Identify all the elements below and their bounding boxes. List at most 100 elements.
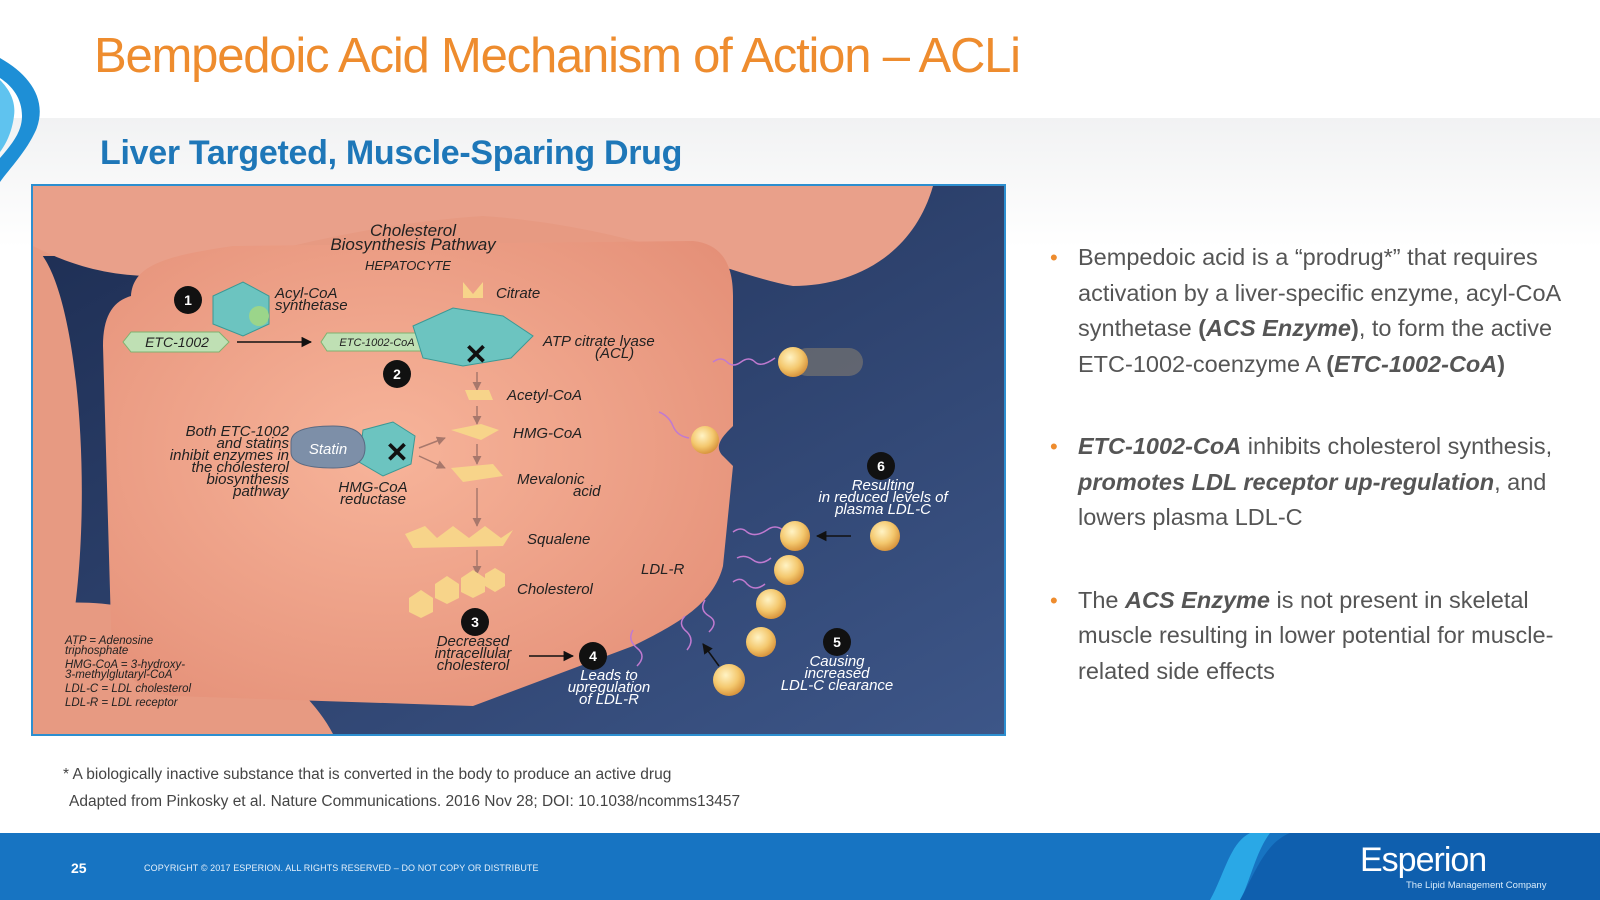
mechanism-diagram-svg: Cholesterol Biosynthesis Pathway HEPATOC… bbox=[33, 186, 1004, 734]
ldl-particle bbox=[774, 555, 804, 585]
decreased-line-2: intracellular bbox=[435, 645, 513, 662]
both-line-3: inhibit enzymes in bbox=[170, 447, 289, 464]
citation: Adapted from Pinkosky et al. Nature Comm… bbox=[69, 793, 741, 810]
step-3-marker: 3 bbox=[461, 608, 489, 636]
bullet-text-emphasis: ACS Enzyme bbox=[1125, 587, 1270, 613]
step-4-marker: 4 bbox=[579, 642, 607, 670]
ldl-particle bbox=[756, 589, 786, 619]
hmgr-arrow-2 bbox=[418, 455, 446, 469]
decreased-line-3: cholesterol bbox=[437, 657, 510, 674]
bullet-text: inhibits cholesterol synthesis, bbox=[1241, 433, 1553, 459]
step-4-label: 4 bbox=[589, 648, 597, 664]
mevalonic-label-2: acid bbox=[573, 483, 601, 500]
acyl-coa-synthetase-enzyme bbox=[212, 281, 270, 337]
bullet-text: is not present in skeletal muscle result… bbox=[1078, 586, 1554, 684]
resulting-line-2: in reduced levels of bbox=[818, 489, 949, 506]
hepatocyte-label: HEPATOCYTE bbox=[365, 258, 451, 273]
bullet-text-bold: ( bbox=[1198, 315, 1207, 341]
legend-line-1: ATP = Adenosine bbox=[64, 635, 153, 647]
decreased-note: Decreased intracellular cholesterol bbox=[435, 633, 513, 674]
cholesterol-label: Cholesterol bbox=[517, 581, 594, 598]
causing-line-1: Causing bbox=[809, 653, 865, 670]
ldlr-label: LDL-R bbox=[641, 561, 685, 578]
acl-enzyme bbox=[412, 282, 534, 367]
ldl-particle bbox=[780, 521, 810, 551]
hmgr-label-2: reductase bbox=[340, 491, 406, 508]
hmgr-arrow bbox=[418, 436, 446, 449]
bullet-text: , to form the active ETC-1002-coenzyme A bbox=[1078, 315, 1553, 377]
etc1002-label: ETC-1002 bbox=[145, 334, 209, 350]
both-inhibit-note: Both ETC-1002 and statins inhibit enzyme… bbox=[170, 423, 291, 500]
hmgr-label-1: HMG-CoA bbox=[338, 479, 407, 496]
footer-swoosh-icon bbox=[1210, 833, 1600, 900]
statin-molecule: Statin bbox=[290, 425, 366, 469]
legend-line-5: LDL-C = LDL cholesterol bbox=[65, 683, 191, 695]
ldl-particles bbox=[691, 347, 900, 696]
bullet-text-emphasis: promotes LDL receptor up-regulation bbox=[1078, 469, 1494, 495]
acyl-coa-label-2: synthetase bbox=[275, 297, 348, 314]
step-2-label: 2 bbox=[393, 366, 401, 382]
bullet-item: ETC-1002-CoA inhibits cholesterol synthe… bbox=[1048, 429, 1588, 536]
page-number: 25 bbox=[71, 860, 87, 876]
step-1-label: 1 bbox=[184, 292, 192, 308]
mevalonic-label-1: Mevalonic bbox=[517, 471, 585, 488]
leads-line-2: upregulation bbox=[568, 679, 651, 696]
causing-line-2: increased bbox=[804, 665, 870, 682]
causing-line-3: LDL-C clearance bbox=[781, 677, 894, 694]
citrate-label: Citrate bbox=[496, 285, 540, 302]
bullet-text-emphasis-italic: ETC-1002-CoA bbox=[1078, 433, 1242, 459]
bullet-text-emphasis-italic: ACS Enzyme bbox=[1206, 315, 1351, 341]
decreased-line-1: Decreased bbox=[437, 633, 510, 650]
bullet-list: Bempedoic acid is a “prodrug*” that requ… bbox=[1048, 240, 1588, 736]
logo-tagline: The Lipid Management Company bbox=[1406, 880, 1547, 891]
bullet-item: Bempedoic acid is a “prodrug*” that requ… bbox=[1048, 240, 1588, 382]
step-2-marker: 2 bbox=[383, 360, 411, 388]
both-line-2: and statins bbox=[216, 435, 289, 452]
step-3-label: 3 bbox=[471, 614, 479, 630]
bullet-text-bold: ) bbox=[1350, 315, 1359, 341]
resulting-line-3: plasma LDL-C bbox=[834, 501, 931, 518]
bullet-text-emphasis-italic: ACS Enzyme bbox=[1125, 586, 1270, 613]
leads-line-1: Leads to bbox=[580, 667, 638, 684]
bullet-text-bold: ( bbox=[1326, 350, 1335, 377]
footnote: * A biologically inactive substance that… bbox=[63, 766, 672, 783]
resulting-note: Resulting in reduced levels of plasma LD… bbox=[818, 477, 949, 518]
pathway-molecules bbox=[405, 390, 513, 618]
both-line-5: biosynthesis bbox=[206, 471, 289, 488]
ldl-particle bbox=[691, 426, 719, 454]
ldl-particle bbox=[746, 627, 776, 657]
ldl-receptors bbox=[630, 357, 784, 667]
acl-label-2: (ACL) bbox=[595, 345, 634, 362]
squalene-label: Squalene bbox=[527, 531, 590, 548]
acl-inhibition-x: ✕ bbox=[464, 339, 487, 370]
legend-line-3: HMG-CoA = 3-hydroxy- bbox=[65, 659, 185, 671]
ribbon-accent-icon bbox=[0, 58, 40, 182]
abbreviation-legend: ATP = Adenosine triphosphate HMG-CoA = 3… bbox=[64, 635, 191, 709]
esperion-logo: Esperion bbox=[1360, 841, 1487, 879]
bullet-text-bold: ) bbox=[1497, 350, 1506, 377]
causing-note: Causing increased LDL-C clearance bbox=[781, 653, 894, 694]
statin-label: Statin bbox=[309, 441, 347, 458]
acetyl-coa-label: Acetyl-CoA bbox=[506, 387, 582, 404]
bullet-text-emphasis-italic: promotes LDL receptor up-regulation bbox=[1078, 468, 1495, 495]
legend-line-2: triphosphate bbox=[65, 645, 128, 657]
leads-line-3: of LDL-R bbox=[579, 691, 639, 708]
bullet-text-emphasis: ETC-1002-CoA bbox=[1334, 351, 1497, 377]
acl-label-1: ATP citrate lyase bbox=[542, 333, 655, 350]
leads-note: Leads to upregulation of LDL-R bbox=[568, 667, 651, 708]
resulting-line-1: Resulting bbox=[852, 477, 915, 494]
copyright-notice: COPYRIGHT © 2017 ESPERION. ALL RIGHTS RE… bbox=[144, 863, 539, 873]
step-5-marker: 5 bbox=[823, 628, 851, 656]
step-6-label: 6 bbox=[877, 458, 885, 474]
slide-subtitle: Liver Targeted, Muscle-Sparing Drug bbox=[100, 134, 683, 172]
hepatocyte-cell bbox=[103, 241, 733, 706]
bullet-text: The bbox=[1078, 586, 1126, 613]
mechanism-diagram: Cholesterol Biosynthesis Pathway HEPATOC… bbox=[31, 184, 1006, 736]
step-6-marker: 6 bbox=[867, 452, 895, 480]
diagram-heading-line1: Cholesterol bbox=[370, 221, 457, 240]
bullet-text-emphasis-italic: ETC-1002-CoA bbox=[1334, 350, 1498, 377]
bullet-text-emphasis: ETC-1002-CoA bbox=[1078, 433, 1241, 459]
diagram-heading-line2: Biosynthesis Pathway bbox=[330, 235, 497, 254]
hmg-coa-label: HMG-CoA bbox=[513, 425, 582, 442]
slide-title: Bempedoic Acid Mechanism of Action – ACL… bbox=[94, 29, 1021, 83]
